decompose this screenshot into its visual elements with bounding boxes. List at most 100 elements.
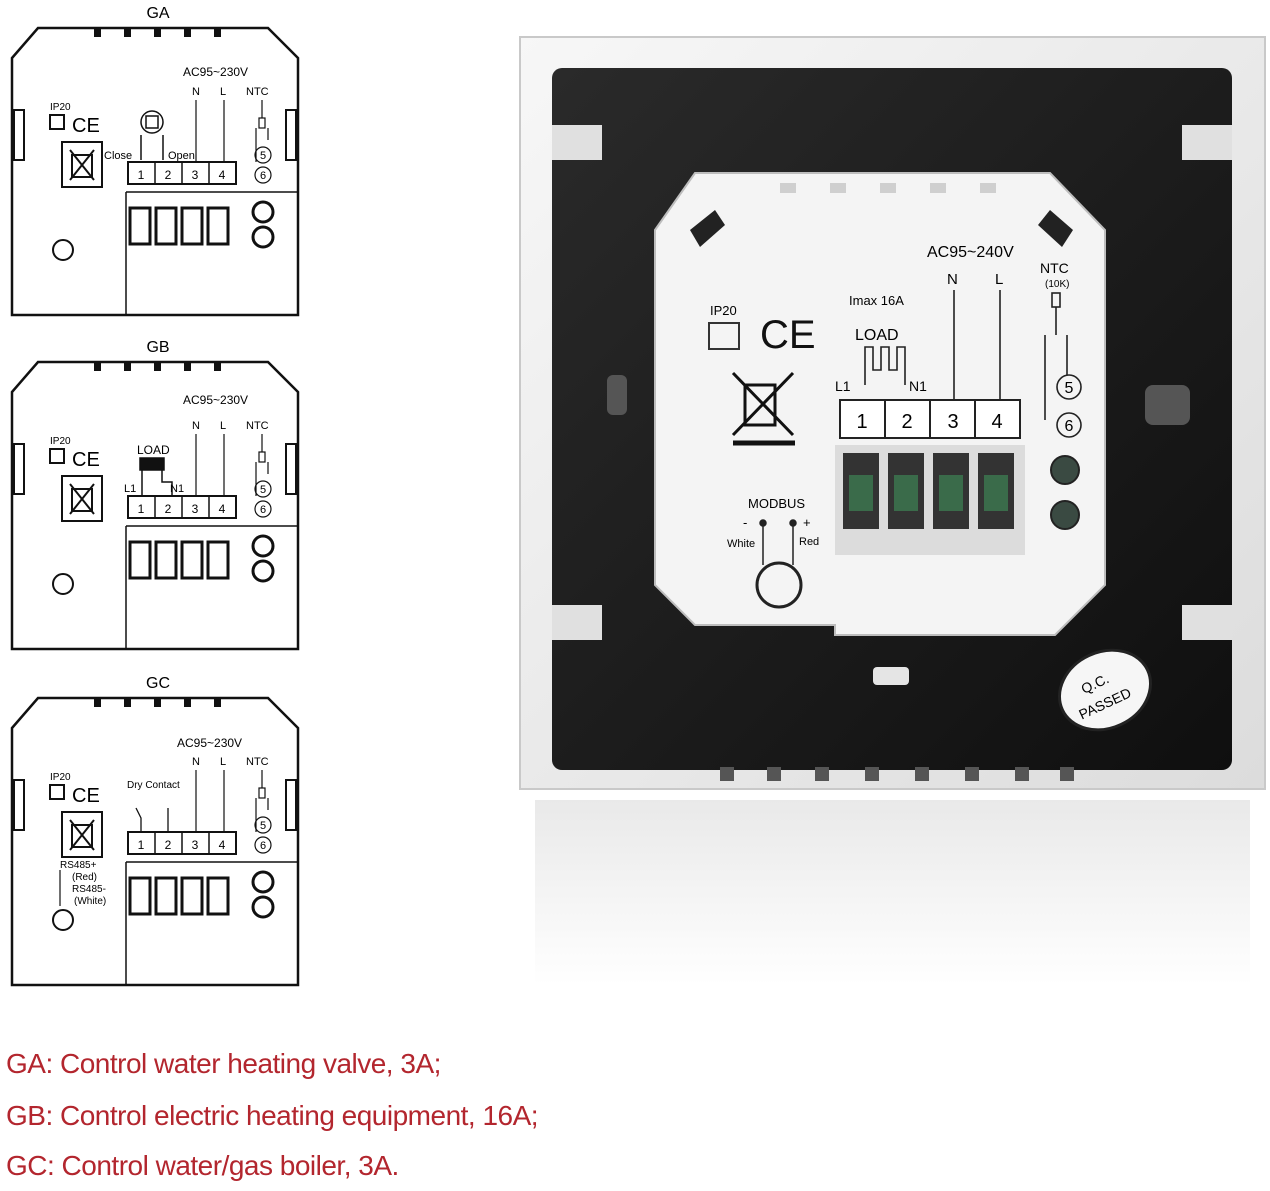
schematic-label: GB bbox=[146, 339, 169, 356]
ip-box bbox=[49, 114, 65, 130]
schematic-gc-drawing: GC AC95~230V IP20 CE Dry Contact RS485+ … bbox=[10, 675, 300, 987]
bottom-teeth bbox=[720, 767, 1074, 781]
n-label: N bbox=[192, 756, 200, 768]
terminal-number: 3 bbox=[192, 502, 199, 516]
ip-label: IP20 bbox=[50, 436, 71, 447]
weee-bin-icon bbox=[61, 141, 103, 188]
mount-hole bbox=[52, 909, 74, 931]
device-ntc-sensor-icon bbox=[1044, 292, 1082, 438]
terminal-number: 2 bbox=[165, 168, 172, 182]
device-weee-bin-icon bbox=[731, 371, 795, 446]
terminal-block bbox=[127, 831, 237, 855]
device-photo: AC95~240V Imax 16A IP20 CE LOAD L1 N1 N … bbox=[505, 25, 1270, 985]
device-mains-wires bbox=[953, 290, 1001, 400]
right-clip bbox=[285, 109, 297, 161]
ntc-pin: 5 bbox=[260, 820, 266, 832]
ntc-sensor-icon bbox=[254, 100, 272, 184]
weee-bin-icon bbox=[61, 811, 103, 858]
device-modbus-white: White bbox=[727, 538, 755, 550]
mains-wires bbox=[195, 100, 225, 162]
ntc-sensor-icon bbox=[254, 434, 272, 518]
device-ce-mark: CE bbox=[760, 313, 816, 357]
ce-mark: CE bbox=[72, 785, 100, 807]
device-modbus-port bbox=[755, 561, 803, 609]
top-vents bbox=[94, 362, 221, 371]
device-voltage-label: AC95~240V bbox=[927, 244, 1014, 261]
caption-ga: GA: Control water heating valve, 3A; bbox=[6, 1048, 441, 1079]
close-label: Close bbox=[104, 150, 132, 162]
top-vents bbox=[94, 698, 221, 707]
n-label: N bbox=[192, 86, 200, 98]
device-l1-label: L1 bbox=[835, 378, 851, 394]
rs485-plus-label: RS485+ bbox=[60, 860, 97, 871]
right-clip bbox=[285, 443, 297, 495]
module-top-vents bbox=[780, 183, 996, 193]
ip-box bbox=[49, 784, 65, 800]
l-label: L bbox=[220, 756, 226, 768]
load-heater-icon bbox=[139, 457, 173, 496]
weee-bin-icon bbox=[61, 475, 103, 522]
ntc-pin: 5 bbox=[260, 484, 266, 496]
ip-box bbox=[49, 448, 65, 464]
voltage-label: AC95~230V bbox=[177, 736, 242, 750]
l1-label: L1 bbox=[124, 483, 136, 495]
terminal-screws bbox=[128, 534, 275, 583]
mount-hole bbox=[52, 239, 74, 261]
device-terminal-number: 4 bbox=[991, 411, 1002, 433]
left-clip bbox=[13, 109, 25, 161]
ntc-pin: 6 bbox=[260, 840, 266, 852]
schematic-ga-drawing: GA AC95~230V IP20 CE Close Open N L NTC bbox=[10, 5, 300, 317]
valve-motor-icon bbox=[140, 110, 164, 160]
top-vents bbox=[94, 28, 221, 37]
terminal-block bbox=[127, 161, 237, 185]
mains-wires bbox=[195, 770, 225, 832]
voltage-label: AC95~230V bbox=[183, 393, 248, 407]
device-n1-label: N1 bbox=[909, 378, 927, 394]
schematic-gc: GC AC95~230V IP20 CE Dry Contact RS485+ … bbox=[0, 670, 330, 1000]
device-modbus-red: Red bbox=[799, 536, 819, 548]
ip-label: IP20 bbox=[50, 772, 71, 783]
ntc-label: NTC bbox=[246, 420, 269, 432]
ntc-pin: 6 bbox=[260, 504, 266, 516]
rs485-minus-color: (White) bbox=[74, 896, 106, 907]
device-ntc-pin: 5 bbox=[1065, 380, 1074, 397]
terminal-number: 1 bbox=[138, 838, 145, 852]
ntc-sensor-icon bbox=[254, 770, 272, 854]
terminal-screws bbox=[128, 200, 275, 249]
bottom-tab bbox=[873, 667, 909, 685]
right-clip bbox=[285, 779, 297, 831]
qc-passed-sticker bbox=[1057, 648, 1153, 732]
terminal-number: 4 bbox=[219, 502, 226, 516]
base-outline bbox=[125, 861, 298, 985]
l-label: L bbox=[220, 420, 226, 432]
terminal-number: 4 bbox=[219, 168, 226, 182]
device-n-label: N bbox=[947, 271, 958, 288]
schematic-label: GA bbox=[146, 5, 169, 22]
schematic-label: GC bbox=[146, 675, 170, 692]
ip-label: IP20 bbox=[50, 102, 71, 113]
module-corner-slots bbox=[690, 210, 1073, 247]
device-ntc-label: NTC bbox=[1040, 260, 1069, 276]
terminal-number: 3 bbox=[192, 168, 199, 182]
base-outline bbox=[125, 525, 298, 649]
rs485-plus-color: (Red) bbox=[72, 872, 97, 883]
device-terminal-number: 2 bbox=[901, 411, 912, 433]
mains-wires bbox=[195, 434, 225, 496]
open-label: Open bbox=[168, 150, 195, 162]
ce-mark: CE bbox=[72, 449, 100, 471]
device-load-coil-icon bbox=[864, 346, 906, 385]
device-modbus-terminals bbox=[759, 519, 797, 565]
n-label: N bbox=[192, 420, 200, 432]
schematic-gb-drawing: GB AC95~230V IP20 CE LOAD L1 N1 N L NTC bbox=[10, 339, 300, 651]
n1-label: N1 bbox=[170, 483, 184, 495]
device-imax-label: Imax 16A bbox=[849, 293, 904, 308]
device-terminal-number: 1 bbox=[856, 411, 867, 433]
device-terminal-block bbox=[839, 399, 1021, 439]
terminal-number: 2 bbox=[165, 502, 172, 516]
device-modbus-minus: - bbox=[743, 515, 747, 530]
device-ntc-pin: 6 bbox=[1065, 418, 1074, 435]
l-label: L bbox=[220, 86, 226, 98]
load-label: LOAD bbox=[137, 443, 170, 457]
terminal-number: 1 bbox=[138, 502, 145, 516]
left-clip bbox=[13, 443, 25, 495]
